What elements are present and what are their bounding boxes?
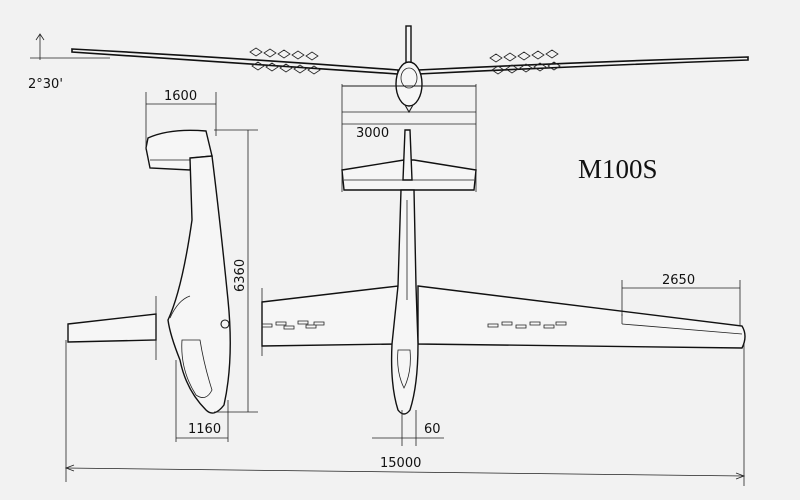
plan-width-label: 60 <box>424 422 441 437</box>
tailplane-span-label: 3000 <box>356 126 389 141</box>
side-wheel <box>220 319 230 329</box>
wingspan-arrow-right <box>735 472 746 480</box>
plan-canopy <box>397 349 411 389</box>
side-wing-root <box>169 295 191 319</box>
side-view: 1600 6360 1160 <box>145 89 258 442</box>
front-airbrakes-left <box>249 47 321 75</box>
plan-fuselage <box>390 189 419 415</box>
plan-fin <box>402 129 413 181</box>
aircraft-title: M100S <box>578 154 658 184</box>
front-right-wing <box>417 56 749 75</box>
wingspan-arrow-left <box>64 464 75 472</box>
side-fuselage <box>167 155 231 414</box>
side-length-label: 1600 <box>164 89 197 104</box>
plan-left-wingtip <box>67 313 157 343</box>
wingspan-dim-line <box>65 467 745 477</box>
overall-length-label: 6360 <box>233 259 248 292</box>
plan-airbrakes-left <box>261 320 325 330</box>
front-view: 2°30' <box>28 25 749 114</box>
wingspan-label: 15000 <box>380 456 421 471</box>
front-left-wing <box>71 48 399 75</box>
dihedral-label: 2°30' <box>28 77 63 92</box>
plan-airbrakes-right <box>487 321 567 329</box>
plan-left-wing <box>261 285 399 347</box>
side-canopy <box>181 339 213 398</box>
front-fuselage <box>395 61 423 107</box>
dihedral-arrow <box>35 33 45 41</box>
side-width-label: 1160 <box>188 422 221 437</box>
aileron-span-label: 2650 <box>662 273 695 288</box>
tailplane-view: 3000 <box>341 84 477 192</box>
plan-view: 2650 60 15000 <box>64 189 746 486</box>
front-airbrakes-right <box>489 49 561 75</box>
plan-aileron-hinge <box>621 323 743 335</box>
front-canopy <box>400 67 418 89</box>
plan-right-wing <box>417 285 746 349</box>
